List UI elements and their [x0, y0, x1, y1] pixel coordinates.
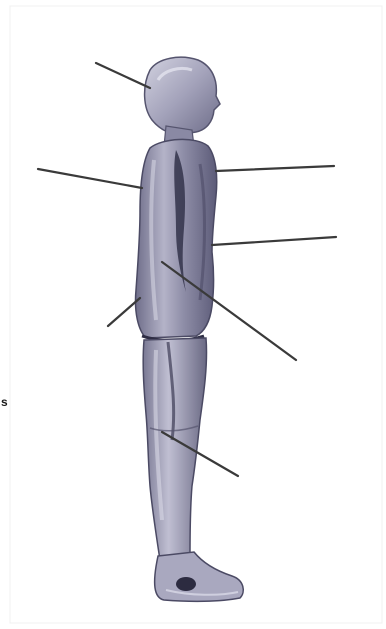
leader-line-lower-back — [108, 298, 140, 326]
feet — [155, 552, 244, 601]
leader-line-upper-back — [38, 169, 142, 188]
torso — [135, 139, 216, 340]
head — [145, 57, 220, 134]
leader-line-chest — [216, 166, 334, 171]
leader-line-head — [96, 63, 150, 88]
edge-text-fragment: s — [1, 396, 8, 408]
leader-line-abdomen — [212, 237, 336, 245]
legs — [143, 338, 206, 560]
